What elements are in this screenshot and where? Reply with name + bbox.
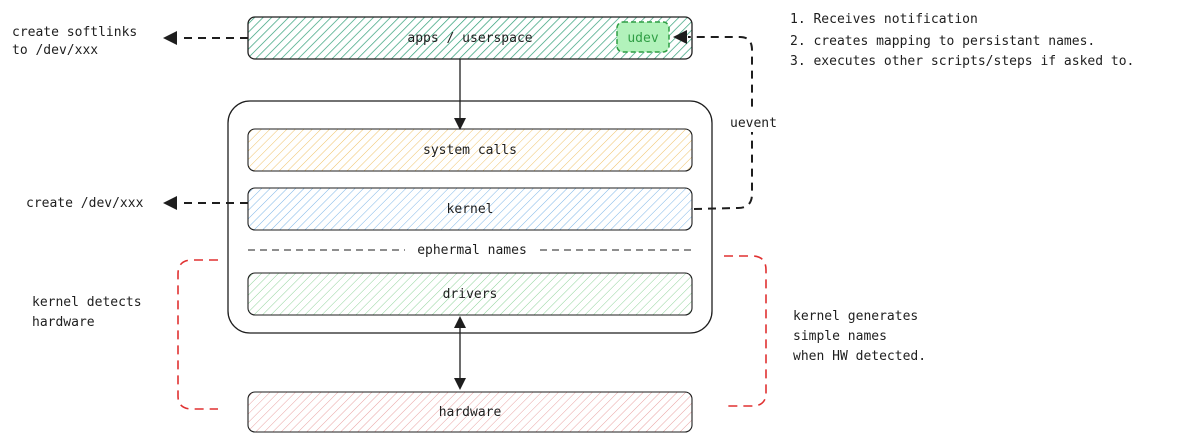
generates-label-line1: kernel generates (793, 309, 918, 324)
drivers-hardware-double-arrow (454, 316, 466, 390)
generates-label-line2: simple names (793, 329, 887, 344)
softlinks-arrow (163, 31, 248, 45)
ephemeral-names-label: ephermal names (417, 243, 527, 258)
drivers-box: drivers (247, 272, 693, 316)
softlinks-label-line1: create softlinks (12, 25, 137, 40)
apps-userspace-label: apps / userspace (407, 31, 532, 46)
apps-to-syscalls-arrow (454, 59, 466, 130)
udev-box: udev (616, 21, 670, 53)
generates-label-line3: when HW detected. (793, 349, 926, 364)
note-line-2: 2. creates mapping to persistant names. (790, 34, 1095, 49)
softlinks-label-line2: to /dev/xxx (12, 43, 98, 58)
detects-label-line2: hardware (32, 315, 95, 330)
right-red-bracket (724, 255, 767, 407)
hardware-box: hardware (247, 391, 693, 433)
left-red-bracket (177, 259, 218, 410)
note-line-3: 3. executes other scripts/steps if asked… (790, 54, 1134, 69)
hardware-label: hardware (439, 405, 502, 420)
uevent-arrow (673, 30, 753, 210)
note-line-1: 1. Receives notification (790, 12, 978, 27)
ephemeral-names-divider: ephermal names (248, 243, 694, 258)
system-calls-label: system calls (423, 143, 517, 158)
detects-label-line1: kernel detects (32, 295, 142, 310)
kernel-box: kernel (247, 187, 693, 231)
create-dev-arrow (163, 196, 248, 210)
kernel-label: kernel (447, 202, 494, 217)
create-dev-label: create /dev/xxx (26, 196, 144, 211)
apps-userspace-box: apps / userspace (247, 16, 693, 60)
kernel-space-container (227, 100, 713, 334)
drivers-label: drivers (443, 287, 498, 302)
system-calls-box: system calls (247, 128, 693, 172)
udev-label: udev (627, 31, 658, 46)
uevent-label: uevent (730, 116, 777, 131)
